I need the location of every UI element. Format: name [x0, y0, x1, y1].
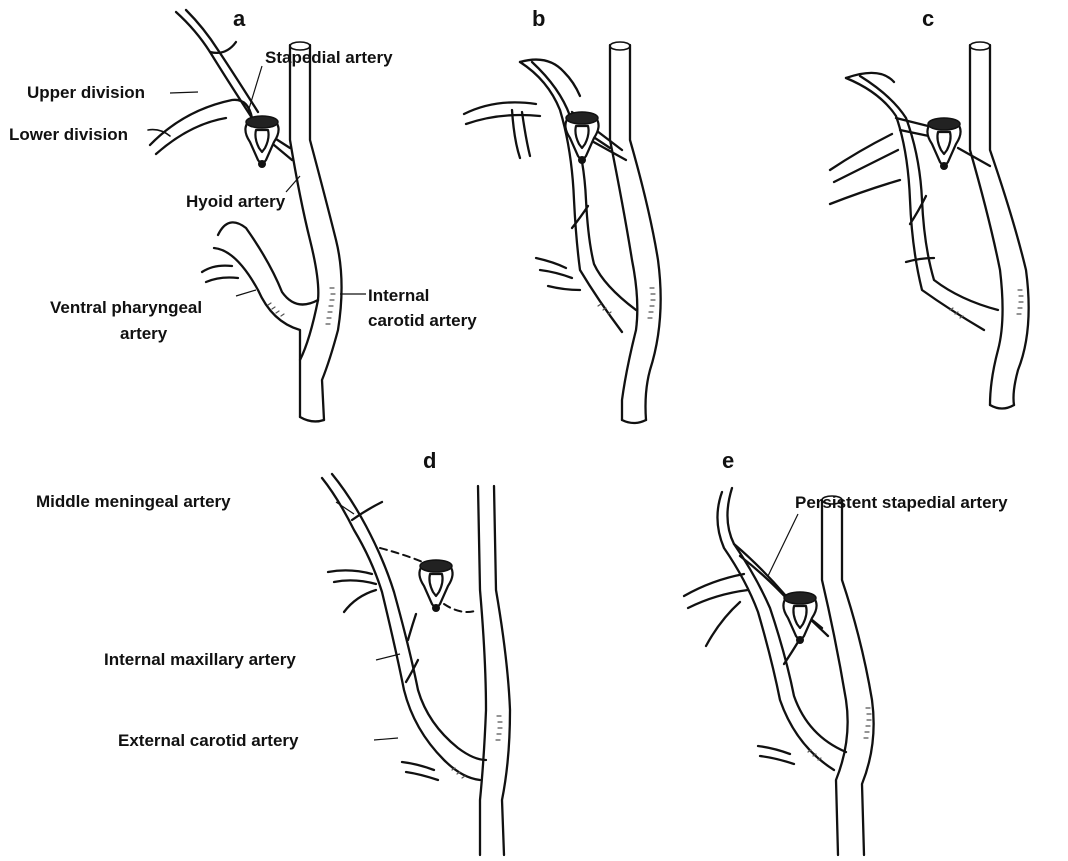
label-stapedial-artery: Stapedial artery: [265, 48, 393, 67]
leader-line: [374, 738, 398, 740]
label-upper-division: Upper division: [27, 83, 145, 102]
ventral-pharyngeal-branch: [206, 278, 238, 283]
branch: [406, 772, 438, 780]
branch: [334, 580, 376, 584]
branch: [402, 762, 434, 770]
label-ventral-pharyngeal-line1: Ventral pharyngeal: [50, 298, 202, 317]
panel-e: e Persistent stapedial artery: [684, 448, 1008, 855]
regressed-stapedial-artery: [444, 604, 478, 612]
label-internal-carotid-line1: Internal: [368, 286, 429, 305]
vessel-hatching: [496, 716, 502, 740]
lower-division-artery: [830, 134, 892, 170]
leader-line: [170, 92, 198, 93]
branch: [830, 180, 900, 204]
lower-division-artery: [156, 118, 226, 154]
vessel-hatching: [326, 288, 335, 324]
external-carotid-artery: [846, 78, 984, 330]
branch: [784, 642, 798, 664]
internal-carotid-artery-opening: [970, 42, 990, 50]
branch: [512, 110, 520, 158]
internal-carotid-artery-wall: [630, 45, 661, 420]
label-internal-carotid-line2: carotid artery: [368, 311, 477, 330]
panel-a: a Stapedial artery Upper division Lower …: [9, 6, 477, 421]
internal-carotid-artery-wall: [842, 500, 874, 855]
branch: [328, 570, 372, 574]
internal-carotid-artery-wall: [822, 500, 848, 855]
branch: [758, 746, 790, 754]
panel-letter-e: e: [722, 448, 734, 473]
branch: [688, 590, 748, 608]
vessel-hatching: [648, 288, 655, 318]
panel-b: b: [464, 6, 661, 423]
external-carotid-artery: [532, 62, 636, 310]
external-carotid-artery: [520, 62, 622, 332]
branch: [536, 258, 566, 268]
panel-letter-c: c: [922, 6, 934, 31]
internal-carotid-artery-wall: [610, 45, 637, 420]
internal-carotid-artery-wall: [478, 486, 486, 855]
stapes-icon: [419, 560, 452, 612]
branch: [760, 756, 794, 764]
internal-carotid-artery-wall: [990, 45, 1029, 405]
branch: [344, 590, 376, 612]
lower-division-artery: [464, 102, 536, 114]
external-carotid-artery: [860, 76, 998, 310]
internal-carotid-artery-wall: [290, 45, 318, 417]
panel-d: d Middle meningeal artery Internal maxil…: [36, 448, 510, 855]
stapedial-artery: [186, 10, 258, 112]
label-ventral-pharyngeal-line2: artery: [120, 324, 168, 343]
leader-line: [248, 66, 262, 112]
vessel-hatching: [864, 708, 871, 738]
branch: [540, 270, 572, 278]
panel-letter-b: b: [532, 6, 545, 31]
lower-division-artery: [834, 150, 898, 182]
branch: [522, 112, 530, 156]
internal-carotid-artery-opening: [610, 42, 630, 50]
trunk-base: [622, 420, 646, 423]
label-internal-maxillary-artery: Internal maxillary artery: [104, 650, 296, 669]
label-persistent-stapedial-artery: Persistent stapedial artery: [795, 493, 1008, 512]
label-middle-meningeal-artery: Middle meningeal artery: [36, 492, 231, 511]
label-hyoid-artery: Hyoid artery: [186, 192, 286, 211]
leader-line: [236, 290, 256, 296]
label-external-carotid-artery: External carotid artery: [118, 731, 299, 750]
external-carotid-artery: [717, 492, 834, 770]
vessel-hatching: [1017, 290, 1023, 314]
ventral-pharyngeal-branch: [202, 266, 232, 272]
label-lower-division: Lower division: [9, 125, 128, 144]
leader-line: [768, 514, 798, 576]
stapes-icon: [927, 118, 960, 170]
trunk-base: [990, 405, 1014, 409]
internal-carotid-artery-wall: [310, 45, 342, 420]
panel-c: c: [830, 6, 1029, 409]
external-carotid-artery: [322, 478, 480, 780]
ventral-pharyngeal-artery: [218, 222, 318, 304]
internal-carotid-artery-wall: [970, 45, 1003, 405]
lower-division-artery: [150, 100, 252, 145]
panel-letter-a: a: [233, 6, 246, 31]
branch: [706, 602, 740, 646]
internal-carotid-artery-wall: [494, 486, 510, 855]
panel-letter-d: d: [423, 448, 436, 473]
branch: [548, 286, 580, 290]
stapes-icon: [245, 116, 278, 168]
stapes-icon: [783, 592, 816, 644]
branch: [408, 614, 416, 640]
external-carotid-artery: [727, 488, 846, 752]
lower-division-artery: [466, 115, 540, 124]
trunk-base: [300, 417, 324, 421]
